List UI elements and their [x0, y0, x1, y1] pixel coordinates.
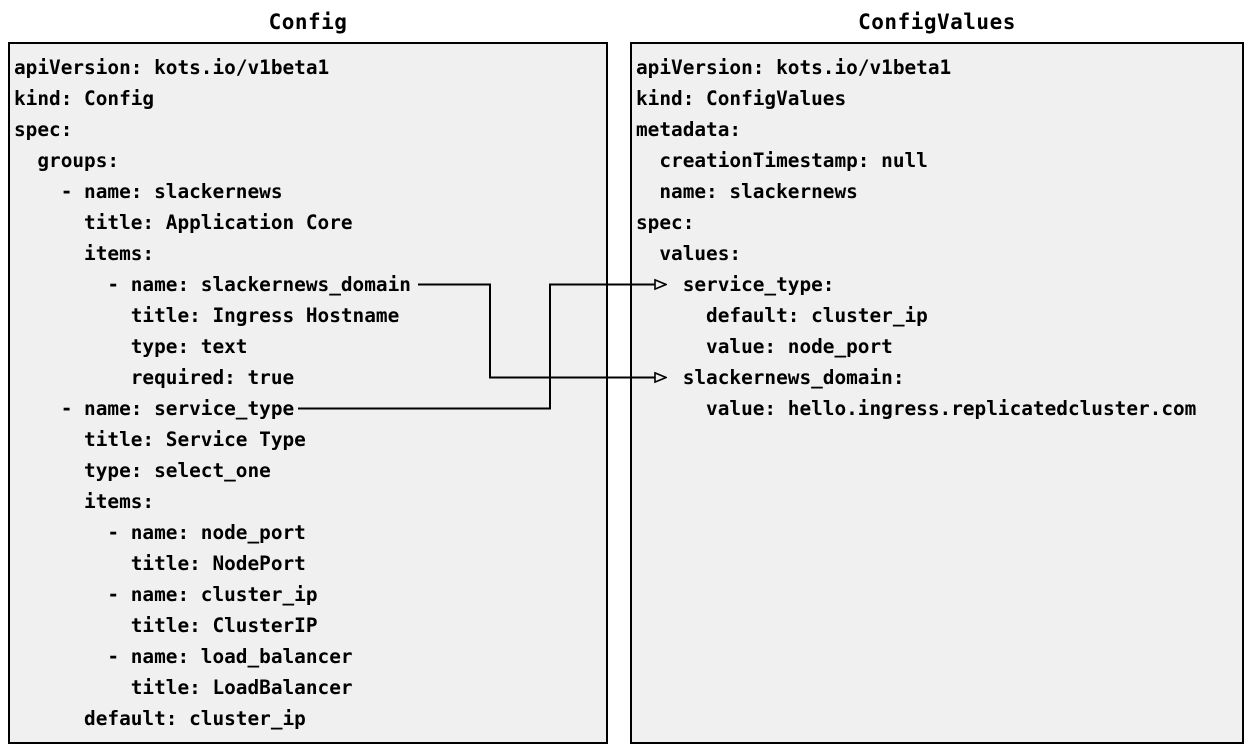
config-panel-title: Config — [268, 10, 348, 34]
config-code-block: apiVersion: kots.io/v1beta1 kind: Config… — [8, 42, 608, 744]
configvalues-panel-title: ConfigValues — [858, 10, 1016, 34]
configvalues-code-block: apiVersion: kots.io/v1beta1 kind: Config… — [630, 42, 1244, 744]
